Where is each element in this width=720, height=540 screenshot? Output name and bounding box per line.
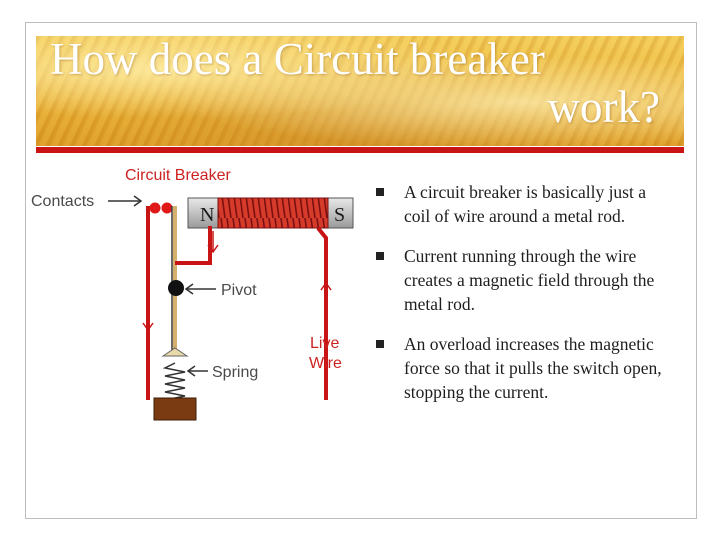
- spring-label: Spring: [212, 364, 258, 381]
- title-line-2: work?: [547, 82, 660, 132]
- bullet-text: An overload increases the magnetic force…: [404, 334, 662, 402]
- diagram-heading: Circuit Breaker: [125, 167, 231, 184]
- north-pole-label: N: [200, 204, 214, 226]
- bullet-list: A circuit breaker is basically just a co…: [372, 180, 672, 420]
- circuit-breaker-diagram: Circuit Breaker N S Contacts Pivot Sprin…: [31, 167, 354, 421]
- title-divider: [36, 147, 684, 153]
- bullet-text: Current running through the wire creates…: [404, 246, 655, 314]
- live-label-line-1: Live: [310, 335, 339, 352]
- left-wire: [146, 206, 158, 400]
- contact-left: [149, 202, 161, 214]
- bullet-square-icon: [376, 340, 384, 348]
- contact-right: [161, 202, 173, 214]
- wire-coil: [217, 197, 329, 229]
- bullet-text: A circuit breaker is basically just a co…: [404, 182, 647, 226]
- live-label-line-2: Wire: [309, 355, 342, 372]
- title-background: [36, 36, 684, 146]
- contacts-label: Contacts: [31, 193, 94, 210]
- title-line-1: How does a Circuit breaker: [50, 34, 545, 84]
- bullet-square-icon: [376, 252, 384, 260]
- slide-title: How does a Circuit breaker work?: [50, 35, 660, 131]
- pivot-label: Pivot: [221, 282, 257, 299]
- coil-feed-wire: [175, 226, 212, 265]
- live-wire: [316, 226, 328, 400]
- spring-coil: [162, 362, 186, 406]
- bullet-item: Current running through the wire creates…: [372, 244, 672, 316]
- pivot-point: [168, 280, 184, 296]
- south-pole-label: S: [334, 204, 345, 226]
- base-block: [153, 397, 197, 421]
- bullet-square-icon: [376, 188, 384, 196]
- bullet-item: An overload increases the magnetic force…: [372, 332, 672, 404]
- spring-cap: [161, 347, 189, 357]
- bullet-item: A circuit breaker is basically just a co…: [372, 180, 672, 228]
